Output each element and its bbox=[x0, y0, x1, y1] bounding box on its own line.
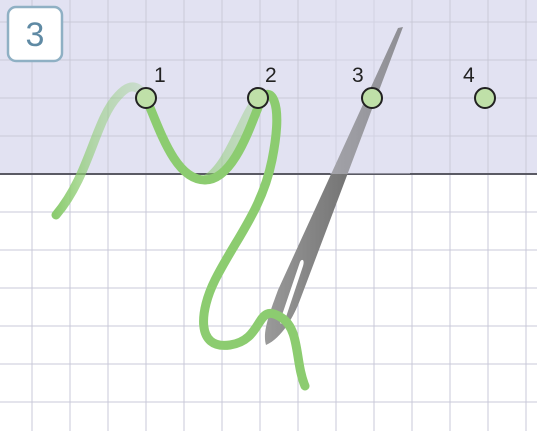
needle-eye bbox=[279, 259, 304, 324]
fabric-front-area bbox=[0, 174, 537, 431]
thread-back-segment-left bbox=[51, 82, 151, 220]
hole-label-1: 1 bbox=[154, 64, 166, 87]
hole-label-4: 4 bbox=[463, 64, 475, 87]
step-badge: 3 bbox=[6, 5, 64, 63]
hole-4: 4 bbox=[463, 64, 496, 109]
step-number: 3 bbox=[26, 16, 45, 54]
hole-label-3: 3 bbox=[352, 64, 364, 87]
fabric-back-area bbox=[0, 0, 537, 174]
hole-3: 3 bbox=[352, 64, 383, 109]
thread-front-segment bbox=[141, 89, 310, 391]
hole-2: 2 bbox=[247, 64, 277, 109]
needle-shadow-overlay bbox=[330, 0, 410, 174]
hole-label-2: 2 bbox=[265, 64, 277, 87]
hole-1: 1 bbox=[135, 64, 166, 109]
